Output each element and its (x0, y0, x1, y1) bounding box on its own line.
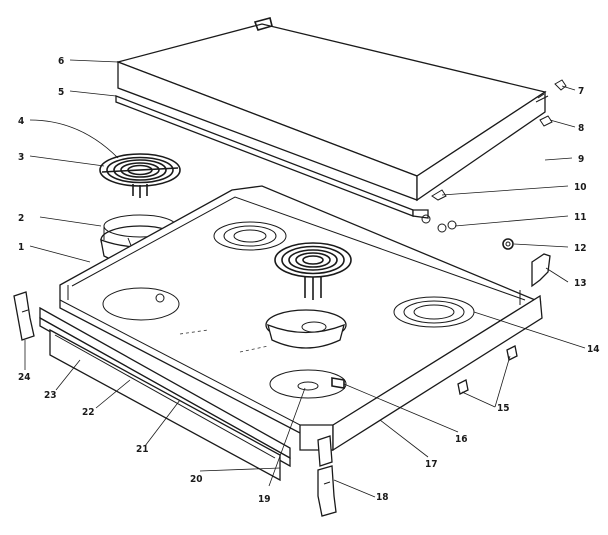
part-label-23: 23 (44, 390, 57, 401)
part-label-4: 4 (18, 116, 24, 127)
part-label-8: 8 (578, 123, 584, 134)
part-label-1: 1 (18, 242, 24, 253)
part-labels: 1 2 3 4 5 6 7 8 9 10 11 12 13 14 15 16 1… (18, 56, 600, 505)
part-label-17: 17 (425, 459, 438, 470)
small-surface-element (99, 153, 181, 198)
trim-strip (115, 95, 431, 224)
part-label-12: 12 (574, 243, 587, 254)
left-end-cap (13, 291, 35, 341)
part-label-18: 18 (376, 492, 389, 503)
small-hardware (431, 79, 567, 250)
side-bracket (531, 253, 551, 288)
part-label-16: 16 (455, 434, 468, 445)
part-label-7: 7 (578, 86, 584, 97)
top-panel (115, 17, 547, 202)
part-label-19: 19 (258, 494, 271, 505)
part-label-15: 15 (497, 403, 510, 414)
part-label-24: 24 (18, 372, 31, 383)
part-label-9: 9 (578, 154, 584, 165)
part-label-13: 13 (574, 278, 587, 289)
leader-lines (24, 59, 586, 498)
part-label-14: 14 (587, 344, 600, 355)
part-label-11: 11 (574, 212, 587, 223)
main-cooktop (59, 185, 543, 452)
part-label-2: 2 (18, 213, 24, 224)
part-label-21: 21 (136, 444, 149, 455)
clips (457, 345, 518, 395)
front-trim-rails (39, 306, 291, 482)
part-label-6: 6 (58, 56, 64, 67)
part-label-3: 3 (18, 152, 24, 163)
part-label-22: 22 (82, 407, 95, 418)
part-label-10: 10 (574, 182, 587, 193)
right-end-cap (317, 435, 337, 517)
part-label-5: 5 (58, 87, 64, 98)
part-label-20: 20 (190, 474, 203, 485)
